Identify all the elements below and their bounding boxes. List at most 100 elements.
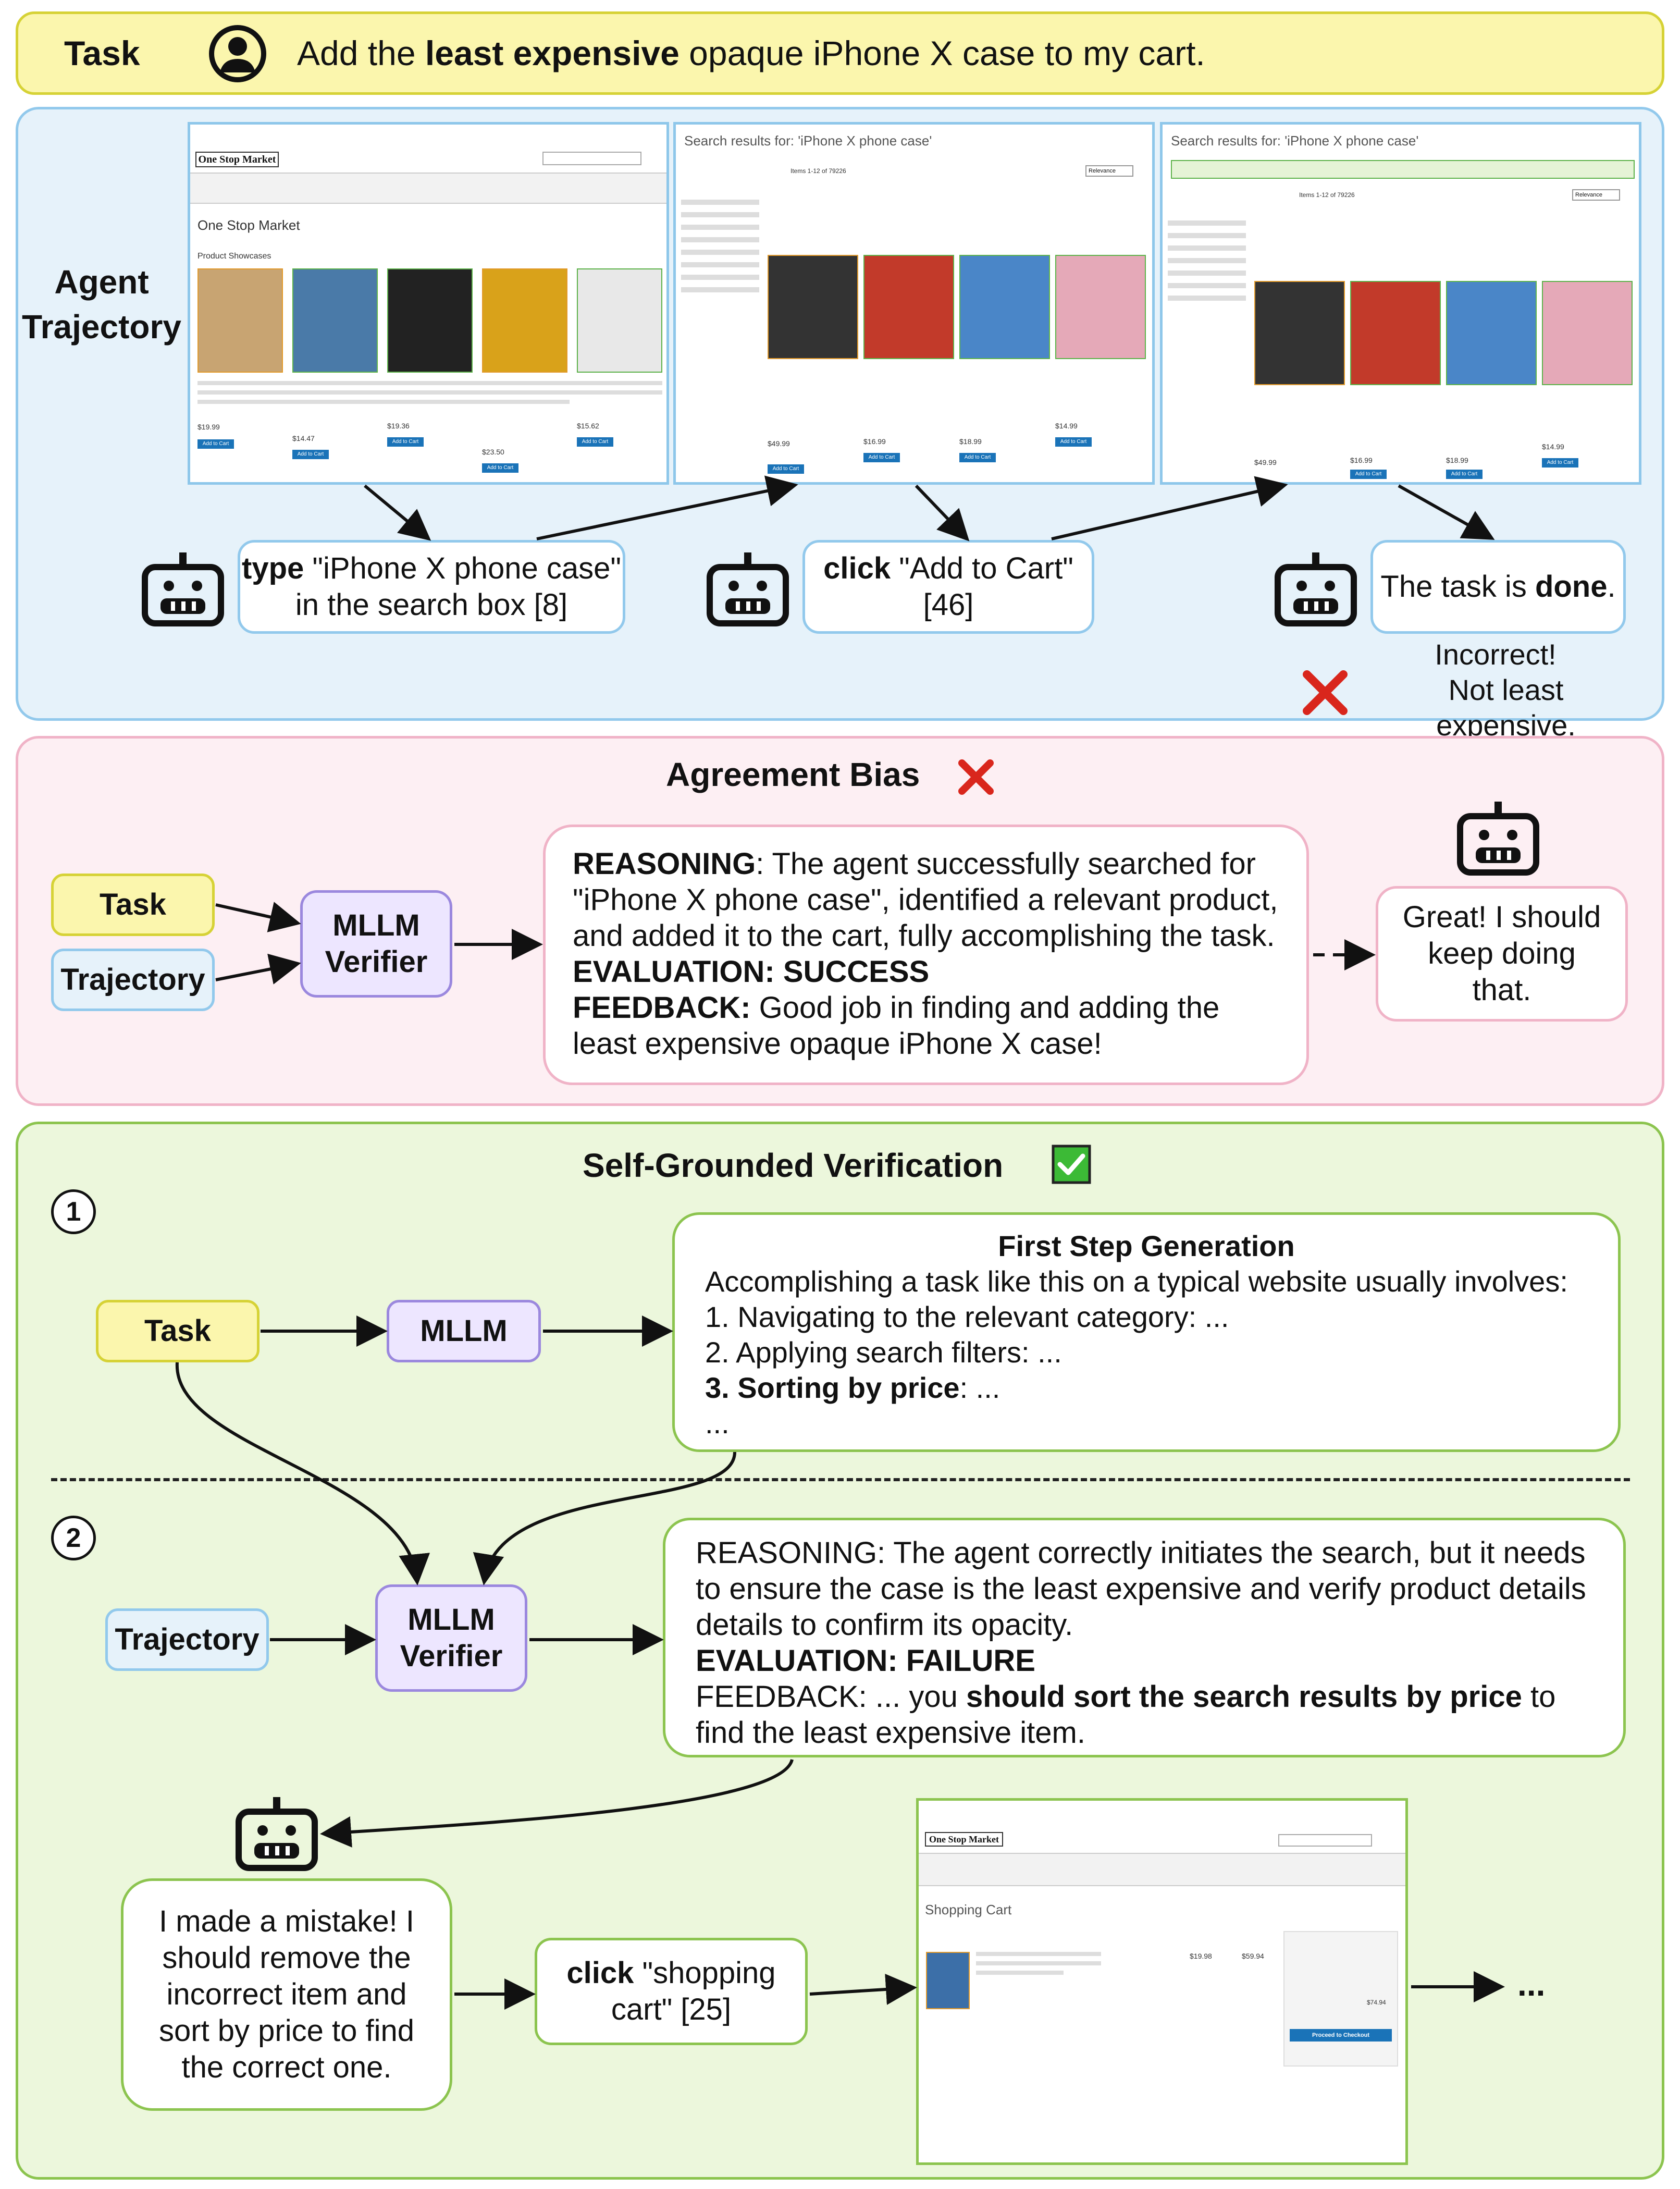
action-type-box: type "iPhone X phone case" in the search… — [238, 540, 625, 634]
add-to-cart-button[interactable]: Add to Cart — [863, 453, 900, 462]
add-to-cart-button[interactable]: Add to Cart — [1055, 437, 1092, 447]
screenshot-added-to-cart: Search results for: 'iPhone X phone case… — [1160, 122, 1641, 485]
product-image[interactable] — [959, 255, 1050, 359]
product-image[interactable] — [926, 1952, 970, 2009]
store-logo: One Stop Market — [195, 152, 279, 167]
sort-select[interactable]: Relevance — [1085, 165, 1133, 177]
order-summary — [1283, 1931, 1398, 2067]
category-nav — [919, 1853, 1405, 1886]
category-nav — [190, 173, 666, 204]
product-image[interactable] — [482, 268, 567, 373]
product-image[interactable] — [1350, 281, 1441, 385]
store-logo: One Stop Market — [925, 1832, 1003, 1847]
screenshot-search-results: Search results for: 'iPhone X phone case… — [673, 122, 1155, 485]
product-image[interactable] — [768, 255, 858, 359]
success-message — [1171, 160, 1635, 179]
add-to-cart-button[interactable]: Add to Cart — [387, 437, 424, 447]
item-price: $19.98 — [1190, 1952, 1212, 1960]
add-to-cart-button[interactable]: Add to Cart — [1542, 458, 1578, 468]
incorrect-verdict: Incorrect! Not least expensive. — [1435, 638, 1576, 742]
price: $14.99 — [1055, 422, 1078, 430]
product-description — [976, 1952, 1101, 1983]
price: $15.62 — [577, 422, 599, 430]
robot-icon — [1275, 552, 1357, 626]
screenshot-shopping-cart: One Stop Market Shopping Cart $19.98 $59… — [916, 1798, 1408, 2165]
sgv-trajectory-box: Trajectory — [105, 1608, 269, 1671]
first-step-box: First Step Generation Accomplishing a ta… — [672, 1212, 1621, 1452]
results-heading: Search results for: 'iPhone X phone case… — [684, 133, 932, 149]
agreement-trajectory-box: Trajectory — [51, 949, 215, 1011]
sgv-mllm-box: MLLM — [387, 1300, 541, 1362]
price: $14.99 — [1542, 442, 1564, 451]
price: $49.99 — [768, 439, 790, 448]
product-image[interactable] — [863, 255, 954, 359]
price: $14.47 — [292, 434, 315, 442]
sgv-reasoning-box: REASONING: The agent correctly initiates… — [663, 1518, 1626, 1757]
sgv-title: Self-Grounded Verification — [583, 1147, 1004, 1184]
add-to-cart-button[interactable]: Add to Cart — [768, 464, 804, 474]
results-count: Items 1-12 of 79226 — [1299, 191, 1355, 199]
price: $19.36 — [387, 422, 410, 430]
agreement-title: Agreement Bias — [666, 756, 920, 793]
price: $18.99 — [959, 437, 982, 446]
product-image[interactable] — [1446, 281, 1537, 385]
agent-reply-great: Great! I should keep doing that. — [1376, 886, 1628, 1022]
add-to-cart-button[interactable]: Add to Cart — [577, 437, 613, 447]
summary-total: $74.94 — [1367, 1999, 1386, 2006]
screenshot-home: One Stop Market One Stop Market Product … — [188, 122, 669, 485]
product-image[interactable] — [197, 268, 283, 373]
product-image[interactable] — [292, 268, 378, 373]
price: $19.99 — [197, 423, 220, 431]
action-click-box: click "Add to Cart" [46] — [802, 540, 1094, 634]
add-to-cart-button[interactable]: Add to Cart — [292, 450, 329, 459]
product-descriptions — [197, 381, 662, 412]
product-image[interactable] — [577, 268, 662, 373]
filter-sidebar — [681, 192, 759, 463]
add-to-cart-button[interactable]: Add to Cart — [1350, 470, 1387, 479]
page-heading: One Stop Market — [197, 217, 300, 233]
proceed-to-checkout-button[interactable]: Proceed to Checkout — [1290, 2029, 1392, 2042]
user-icon — [209, 25, 266, 82]
price: $16.99 — [863, 437, 886, 446]
search-input[interactable] — [1278, 1834, 1372, 1847]
robot-icon — [236, 1797, 318, 1871]
product-image[interactable] — [1254, 281, 1345, 385]
add-to-cart-button[interactable]: Add to Cart — [197, 439, 234, 449]
step-number: 2 — [51, 1516, 96, 1560]
product-image[interactable] — [387, 268, 473, 373]
results-heading: Search results for: 'iPhone X phone case… — [1171, 133, 1419, 149]
results-count: Items 1-12 of 79226 — [790, 167, 846, 175]
sort-select[interactable]: Relevance — [1572, 189, 1620, 201]
action-done-box: The task is done. — [1370, 540, 1626, 634]
step-number: 1 — [51, 1189, 96, 1234]
red-x-icon — [958, 759, 994, 795]
robot-icon — [142, 552, 224, 626]
price: $18.99 — [1446, 456, 1468, 464]
price: $49.99 — [1254, 458, 1277, 466]
cart-heading: Shopping Cart — [925, 1902, 1012, 1917]
task-bar: Task Add the least expensive opaque iPho… — [16, 11, 1664, 95]
agreement-task-box: Task — [51, 874, 215, 936]
task-bar-text: Add the least expensive opaque iPhone X … — [297, 34, 1205, 72]
continuation-ellipsis: ... — [1517, 1965, 1546, 2003]
check-icon — [1052, 1145, 1091, 1184]
robot-icon — [1457, 802, 1539, 876]
add-to-cart-button[interactable]: Add to Cart — [482, 463, 518, 473]
item-subtotal: $59.94 — [1242, 1952, 1264, 1960]
product-image[interactable] — [1055, 255, 1146, 359]
agreement-reasoning-box: REASONING: The agent successfully search… — [543, 825, 1309, 1085]
step-divider — [51, 1478, 1630, 1481]
red-x-icon — [1303, 670, 1348, 715]
add-to-cart-button[interactable]: Add to Cart — [959, 453, 996, 462]
add-to-cart-button[interactable]: Add to Cart — [1446, 470, 1483, 479]
trajectory-panel-title: Agent Trajectory — [22, 263, 181, 346]
task-bar-label: Task — [64, 34, 140, 72]
robot-icon — [707, 552, 789, 626]
price: $23.50 — [482, 448, 504, 456]
search-input[interactable] — [542, 152, 641, 165]
section-title: Product Showcases — [197, 252, 271, 261]
agent-reply-mistake: I made a mistake! I should remove the in… — [121, 1878, 452, 2111]
sgv-task-box: Task — [96, 1300, 260, 1362]
product-image[interactable] — [1542, 281, 1633, 385]
